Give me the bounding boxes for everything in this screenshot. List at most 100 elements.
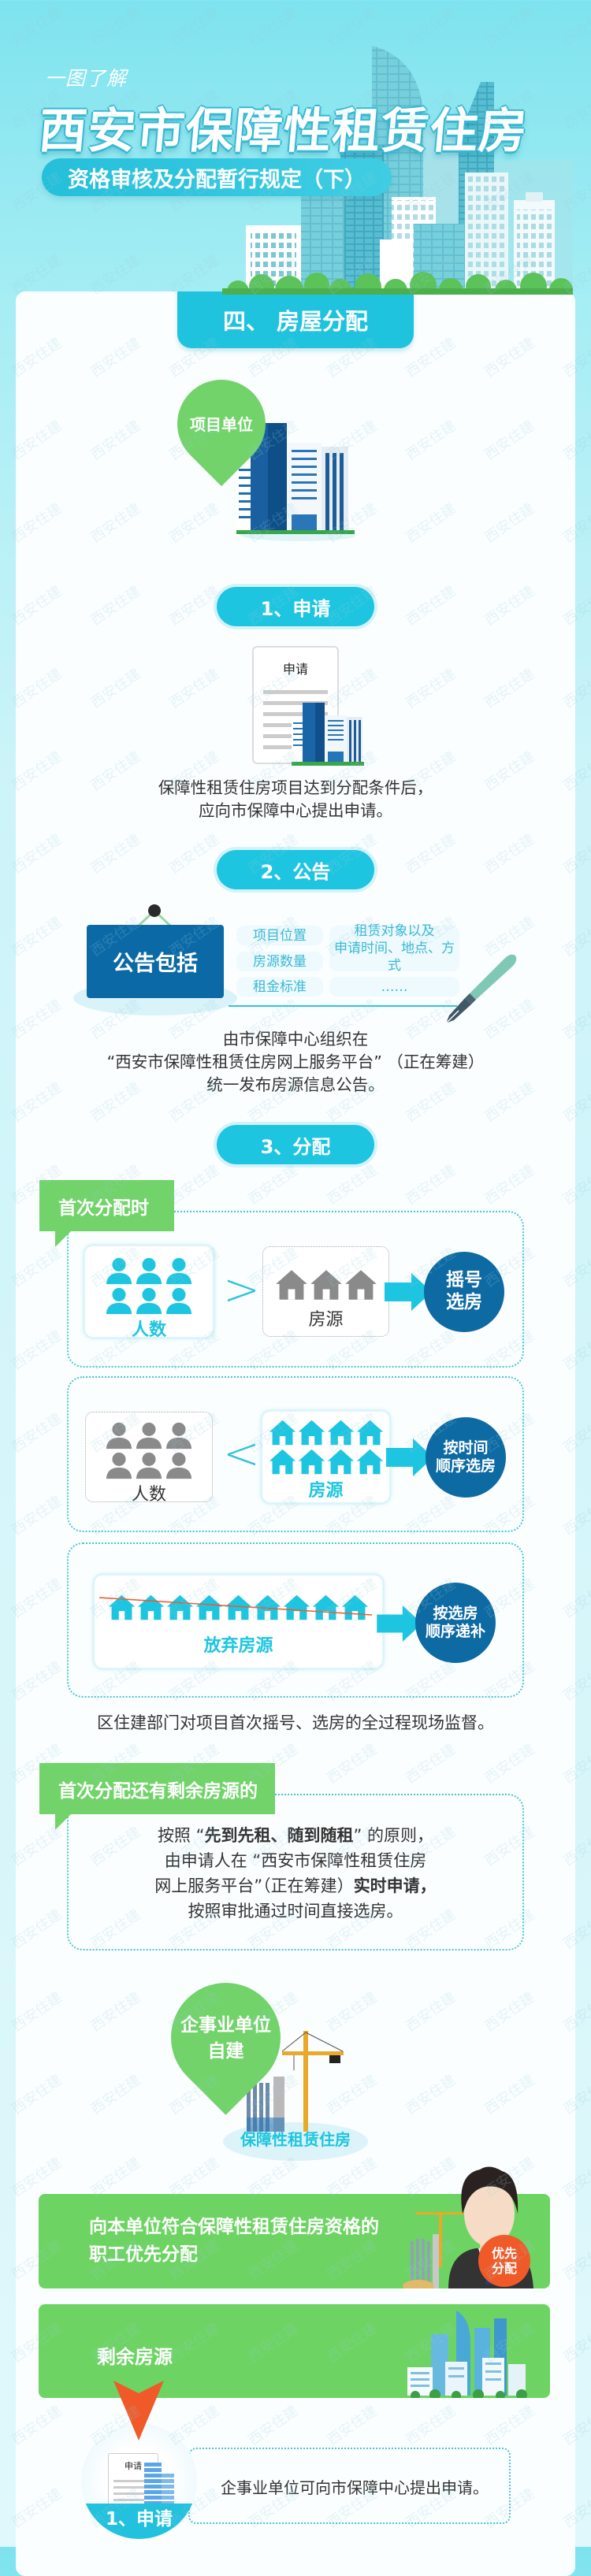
people-label: 人数 [131, 1485, 166, 1505]
notice-item: 房源数量 [236, 952, 323, 971]
skyline-illustration [222, 46, 573, 295]
priority-badge: 优先 分配 [478, 2235, 530, 2287]
pin-line: 自建 [207, 2041, 244, 2062]
project-unit-label: 项目单位 [190, 415, 253, 434]
notice-line: 统一发布房源信息公告。 [206, 1075, 385, 1094]
person-icon [104, 1286, 134, 1316]
house-icon [107, 1593, 136, 1622]
tag-tail [55, 1231, 71, 1247]
result-line: 按时间 [443, 1439, 489, 1457]
remaining-line: 网上服务平台”（正在筹建）实时申请， [67, 1873, 524, 1899]
person-icon [104, 1420, 134, 1450]
people-label: 人数 [131, 1320, 166, 1340]
building-icon [144, 2463, 162, 2510]
result-line: 顺序递补 [425, 1623, 485, 1640]
house-icon [224, 1593, 253, 1622]
person-icon [134, 1256, 164, 1286]
watermark: 西安住建 [9, 3, 65, 50]
house-icon [268, 1447, 297, 1476]
tag-tail [55, 1814, 71, 1830]
notice-line: 由市保障中心组织在 [222, 1030, 369, 1049]
house-icon [297, 1418, 326, 1447]
priority-allocation-text: 向本单位符合保障性租赁住房资格的 职工优先分配 [89, 2214, 379, 2269]
right-arrow-icon [386, 1438, 433, 1476]
watermark: 西安住建 [87, 3, 144, 50]
apply-line: 应向市保障中心提出申请。 [199, 801, 392, 820]
text-segment: 网上服务平台”（正在筹建） [154, 1876, 354, 1895]
housing-count-box: 房源 [262, 1412, 389, 1502]
case-more-housing-box [67, 1376, 524, 1532]
remaining-description: 按照 “先到先租、随到随租” 的原则， 由申请人在 “西安市保障性租赁住房 网上… [67, 1823, 524, 1924]
remaining-line: 按照审批通过时间直接选房。 [67, 1899, 524, 1924]
self-built-apply-label: 1、申请 [81, 2504, 197, 2539]
less-than-operator: < [223, 1428, 260, 1479]
page-title: 西安市保障性租赁住房 [36, 103, 530, 159]
text-segment: 按照 “ [157, 1826, 205, 1845]
person-icon-group [102, 1256, 196, 1316]
notice-item-wide: 租赁对象以及 申请时间、地点、方式 [329, 923, 459, 974]
house-icon [282, 1593, 311, 1622]
person-icon [134, 1286, 164, 1316]
result-time-order-circle: 按时间 顺序选房 [426, 1417, 506, 1498]
housing-label: 房源 [308, 1310, 344, 1330]
abandoned-housing-label: 放弃房源 [203, 1636, 273, 1656]
person-icon [164, 1286, 194, 1316]
page-subtitle: 资格审核及分配暂行规定（下） [42, 158, 392, 196]
notice-description: 由市保障中心组织在 “西安市保障性租赁住房网上服务平台” （正在筹建） 统一发布… [59, 1028, 532, 1097]
people-count-box: 人数 [85, 1412, 213, 1505]
people-count-box: 人数 [85, 1246, 213, 1340]
person-icon [134, 1420, 164, 1450]
notice-item-line: 申请时间、地点、方式 [334, 941, 455, 974]
priority-line: 职工优先分配 [89, 2244, 198, 2265]
badge-line: 分配 [491, 2261, 517, 2276]
notice-item-more: …… [329, 977, 459, 997]
notice-item: 租金标准 [236, 977, 323, 997]
text-segment: ” 的原则， [353, 1826, 434, 1845]
bold-segment: 先到先租、随到随租 [204, 1826, 354, 1845]
priority-line: 向本单位符合保障性租赁住房资格的 [89, 2217, 379, 2237]
first-allocation-tag: 首次分配时 [39, 1180, 174, 1231]
result-line: 按选房 [433, 1605, 478, 1623]
badge-line: 优先 [491, 2245, 517, 2261]
housing-type-label: 保障性租赁住房 [240, 2130, 351, 2149]
result-line: 顺序选房 [435, 1457, 496, 1475]
remaining-housing-tag: 首次分配还有剩余房源的 [39, 1763, 275, 1814]
house-icon [326, 1447, 355, 1476]
housing-label: 房源 [308, 1481, 344, 1501]
divider-line [229, 1005, 457, 1007]
down-arrow-icon [113, 2381, 164, 2441]
house-icon-group [105, 1593, 373, 1622]
bold-segment: 实时申请， [353, 1876, 437, 1895]
right-arrow-icon [385, 1273, 432, 1311]
step-allocation-pill: 3、分配 [217, 1125, 374, 1164]
house-icon [297, 1447, 326, 1476]
remaining-line: 由申请人在 “西安市保障性租赁住房 [67, 1848, 524, 1873]
notice-item-line: 租赁对象以及 [354, 923, 435, 939]
house-icon [165, 1593, 195, 1622]
person-icon [164, 1450, 194, 1480]
watermark: 西安住建 [166, 3, 223, 50]
housing-count-box: 房源 [262, 1246, 389, 1337]
pin-line: 企事业单位 [180, 2015, 271, 2036]
building-icon [162, 2474, 174, 2510]
text-segment: 按照审批通过时间直接选房。 [188, 1902, 403, 1921]
house-icon [344, 1268, 378, 1302]
application-doc-title: 申请 [125, 2461, 142, 2471]
self-built-apply-circle: 申请 1、申请 [81, 2423, 197, 2539]
building-icon [292, 703, 364, 766]
notice-line: “西安市保障性租赁住房网上服务平台” （正在筹建） [106, 1052, 485, 1071]
crane-construction-icon [247, 2031, 344, 2132]
result-lottery-circle: 摇号 选房 [424, 1252, 504, 1332]
notice-item: 项目位置 [236, 926, 323, 945]
person-icon [164, 1420, 194, 1450]
case-abandoned-box [67, 1542, 524, 1698]
house-icon [195, 1593, 224, 1622]
house-icon [311, 1593, 340, 1622]
remaining-line: 按照 “先到先租、随到随租” 的原则， [67, 1823, 524, 1848]
header-kicker: 一图了解 [45, 67, 128, 90]
house-icon [274, 1268, 309, 1302]
abandoned-housing-box: 放弃房源 [95, 1576, 382, 1668]
result-backfill-circle: 按选房 顺序递补 [415, 1583, 496, 1663]
result-line: 选房 [446, 1292, 482, 1312]
right-arrow-icon [377, 1605, 422, 1642]
